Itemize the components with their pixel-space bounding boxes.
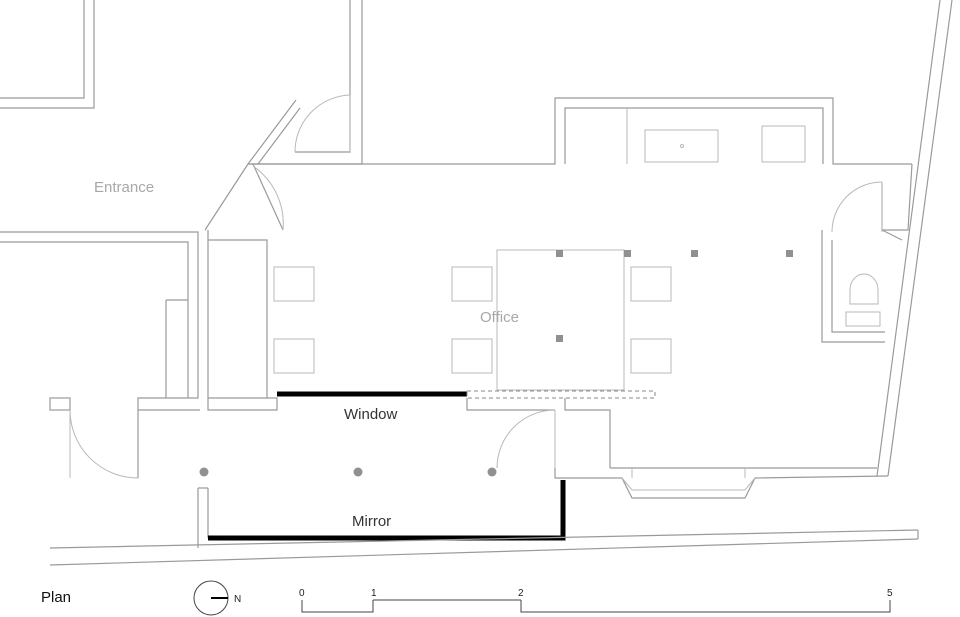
scale-tick-0: 0	[299, 588, 305, 599]
toilet-icon	[845, 273, 881, 327]
chair	[630, 266, 672, 302]
bathroom	[821, 163, 913, 343]
chair	[451, 266, 493, 302]
window-label: Window	[344, 406, 398, 423]
window-wall	[277, 390, 656, 478]
top-center-room-walls	[248, 0, 363, 165]
scale-tick-5: 5	[887, 588, 893, 599]
top-left-room-walls	[0, 0, 95, 109]
left-wall-block	[0, 230, 278, 411]
plan-title: Plan	[41, 589, 71, 606]
scale-tick-1: 1	[371, 588, 377, 599]
chair	[451, 338, 493, 374]
chair	[630, 338, 672, 374]
scale-bar: 0 1 2 5	[299, 588, 893, 613]
north-arrow: N	[193, 580, 241, 616]
left-door	[49, 397, 139, 479]
entrance-door	[204, 94, 351, 231]
bay-window	[554, 467, 889, 499]
mirror-label: Mirror	[352, 513, 391, 530]
street-edge	[49, 529, 919, 566]
office-furniture	[273, 249, 672, 391]
room-label-office: Office	[480, 309, 519, 326]
kitchen-counter	[248, 97, 912, 165]
scale-tick-2: 2	[518, 588, 524, 599]
chair	[273, 338, 315, 374]
structural-posts	[199, 250, 793, 477]
mirror-wall	[197, 480, 566, 548]
right-outer-wall	[876, 0, 953, 477]
chair	[273, 266, 315, 302]
room-label-entrance: Entrance	[94, 179, 154, 196]
north-label: N	[234, 594, 241, 605]
